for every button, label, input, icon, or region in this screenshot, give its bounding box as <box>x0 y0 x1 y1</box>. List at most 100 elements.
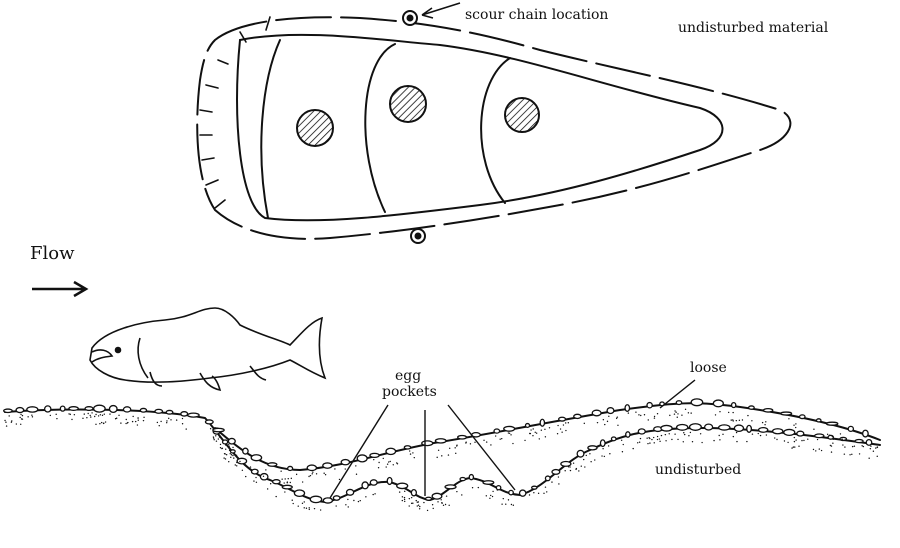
sand-dot <box>114 418 117 420</box>
sand-dot <box>5 421 7 423</box>
gravel-pebble <box>286 465 294 472</box>
sand-dot <box>355 473 358 475</box>
sand-dot <box>465 442 467 444</box>
sand-dot <box>27 416 29 418</box>
gravel-pebble <box>187 412 200 418</box>
gravel-pebble <box>637 428 646 435</box>
gravel-pebble <box>92 404 106 413</box>
sand-dot <box>224 453 226 455</box>
sand-dot <box>783 440 786 442</box>
sand-dot <box>647 419 649 421</box>
sand-dot <box>474 441 476 444</box>
sand-dot <box>324 474 327 476</box>
sand-dot <box>10 421 13 423</box>
sand-dot <box>584 466 586 468</box>
sand-dot <box>303 507 305 509</box>
sand-dot <box>373 458 375 461</box>
sand-dot <box>160 420 162 423</box>
sand-dot <box>232 446 234 449</box>
sand-dot <box>735 419 738 422</box>
sand-dot <box>228 461 230 463</box>
sand-dot <box>564 470 566 472</box>
sand-dot <box>382 457 384 460</box>
gravel-pebble <box>236 457 248 465</box>
sand-dot <box>309 474 312 477</box>
sand-dot <box>746 440 748 443</box>
sand-dot <box>747 414 749 417</box>
gravel-pebble <box>717 424 731 431</box>
sand-dot <box>284 491 286 493</box>
sand-dot <box>219 443 222 446</box>
gravel-pebble <box>508 489 514 496</box>
sand-dot <box>841 439 844 442</box>
sand-dot <box>469 443 472 445</box>
sand-dot <box>632 447 634 450</box>
scour-chain-marker-bottom <box>410 228 426 244</box>
sand-dot <box>166 422 168 424</box>
sand-dot <box>653 415 656 418</box>
sand-dot <box>312 471 314 473</box>
sand-dot <box>575 468 577 471</box>
sand-dot <box>690 412 692 414</box>
sand-dot <box>674 410 676 412</box>
sand-dot <box>416 505 418 507</box>
sand-dot <box>603 455 606 458</box>
sand-dot <box>313 507 316 510</box>
gravel-pebble <box>250 454 263 462</box>
gravel-pebble <box>293 489 306 498</box>
sand-dot <box>876 446 878 449</box>
sand-dot <box>359 499 361 502</box>
gravel-pebble <box>15 406 25 414</box>
gravel-pebble <box>227 437 236 445</box>
sand-dot <box>249 466 252 468</box>
gravel-pebble <box>688 423 702 431</box>
sand-dot <box>508 432 511 435</box>
sand-dot <box>104 421 107 423</box>
sand-dot <box>175 419 178 421</box>
sand-dot <box>68 413 70 415</box>
sand-dot <box>653 417 656 419</box>
sand-dot <box>714 414 717 416</box>
sand-dot <box>308 507 310 509</box>
sand-dot <box>640 414 642 417</box>
sand-dot <box>441 455 443 457</box>
sand-dot <box>280 470 282 472</box>
sand-dot <box>699 433 702 435</box>
egg-pocket-leaders <box>329 379 696 499</box>
gravel-pebble <box>356 454 368 463</box>
sand-dot <box>569 466 571 468</box>
gravel-pebble <box>813 433 825 439</box>
sand-dot <box>409 450 411 452</box>
sand-dot <box>218 436 221 438</box>
sand-dot <box>849 454 851 456</box>
scour-chain-marker-top <box>402 10 418 26</box>
sand-dot <box>496 489 499 491</box>
sand-dot <box>412 452 414 454</box>
sand-dot <box>537 492 540 495</box>
sand-dot <box>502 497 504 500</box>
gravel-pebble <box>762 407 774 413</box>
sand-dot <box>540 429 543 431</box>
gravel-pebble <box>434 438 447 444</box>
pocket-divider-3 <box>480 57 511 204</box>
sand-dot <box>557 424 559 427</box>
sand-dot <box>136 424 139 426</box>
sand-dot <box>812 448 815 451</box>
gravel-pebble <box>84 406 94 412</box>
sand-dot <box>583 422 585 425</box>
sand-dot <box>751 433 754 435</box>
sand-dot <box>95 413 97 416</box>
sand-dot <box>83 413 85 415</box>
sand-dot <box>378 461 380 464</box>
tailspill-ticks <box>199 16 271 209</box>
sand-dot <box>347 498 349 501</box>
sand-dot <box>221 447 224 450</box>
gravel-pebble <box>675 400 683 406</box>
sand-dot <box>510 434 512 436</box>
sand-dot <box>236 465 238 467</box>
sand-dot <box>544 428 546 431</box>
gravel-pebble <box>625 431 631 438</box>
gravel-pebble <box>482 480 495 485</box>
gravel-pebble <box>783 428 796 436</box>
sand-dot <box>687 412 690 414</box>
